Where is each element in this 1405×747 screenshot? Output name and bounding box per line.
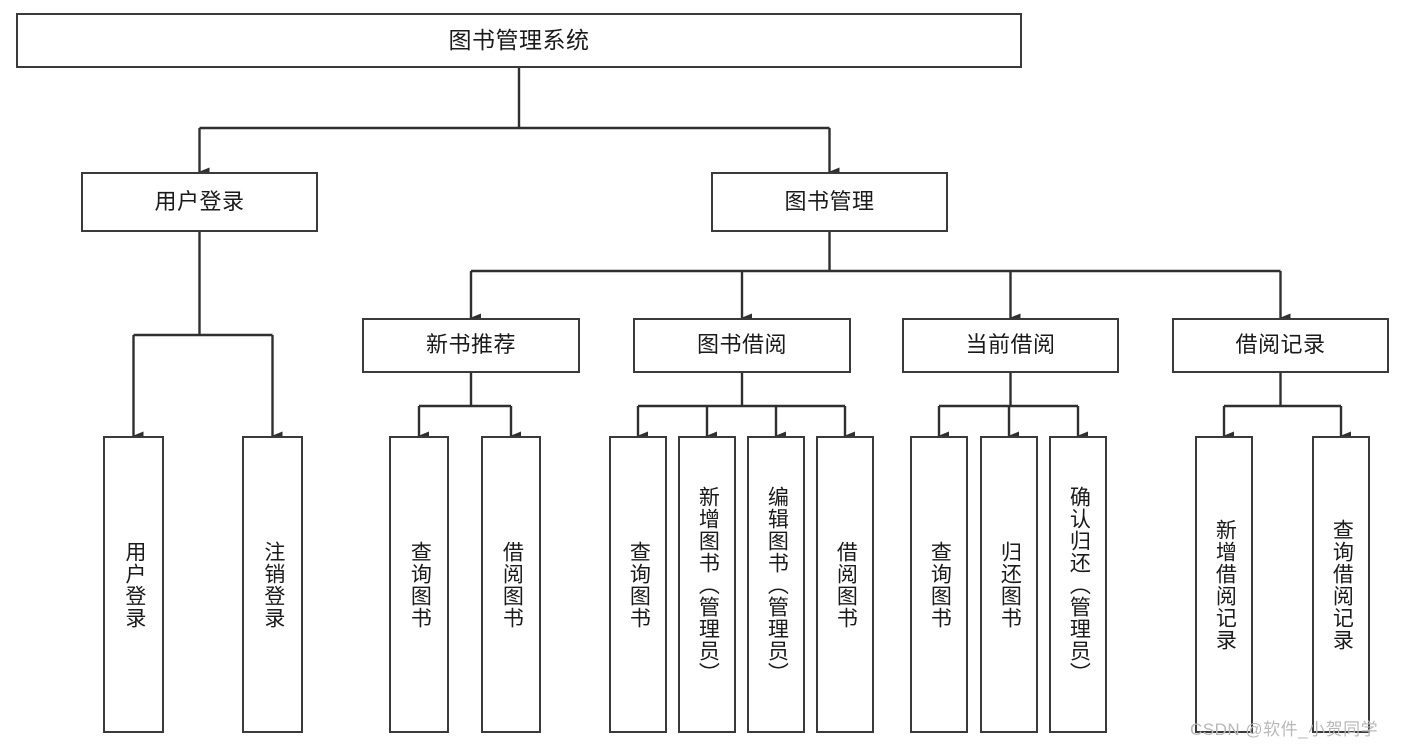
node-label-leaf-borrow-borrow-book: 借阅图书: [834, 540, 858, 629]
node-borrow-record[interactable]: 借阅记录: [1172, 318, 1389, 373]
node-label-leaf-borrow-add-book: 新增图书（管理员）: [696, 485, 720, 684]
node-label-leaf-rec-query-record: 查询借阅记录: [1330, 518, 1354, 651]
node-new-book-rec[interactable]: 新书推荐: [362, 318, 580, 373]
node-label-leaf-cur-return-book: 归还图书: [998, 540, 1022, 629]
node-leaf-borrow-edit-book[interactable]: 编辑图书（管理员）: [747, 436, 805, 733]
node-label-book-manage: 图书管理: [784, 188, 875, 214]
node-label-leaf-borrow-query-book: 查询图书: [627, 540, 651, 629]
node-label-borrow-record: 借阅记录: [1235, 332, 1326, 358]
node-label-user-login: 用户登录: [154, 188, 245, 214]
node-leaf-cur-return-book[interactable]: 归还图书: [980, 436, 1038, 733]
node-book-manage[interactable]: 图书管理: [711, 172, 948, 232]
node-leaf-cur-query-book[interactable]: 查询图书: [910, 436, 968, 733]
node-leaf-rec-add-record[interactable]: 新增借阅记录: [1195, 436, 1253, 733]
node-leaf-rec-borrow-book[interactable]: 借阅图书: [481, 436, 541, 733]
node-label-leaf-rec-borrow-book: 借阅图书: [500, 540, 524, 629]
node-leaf-rec-query-record[interactable]: 查询借阅记录: [1312, 436, 1370, 733]
connector-group: [132, 68, 1351, 441]
node-label-root: 图书管理系统: [448, 26, 590, 53]
node-label-leaf-rec-query-book: 查询图书: [408, 540, 432, 629]
node-label-leaf-user-logout: 注销登录: [261, 540, 285, 629]
node-current-borrow[interactable]: 当前借阅: [902, 318, 1119, 373]
node-user-login[interactable]: 用户登录: [81, 172, 318, 232]
node-leaf-rec-query-book[interactable]: 查询图书: [389, 436, 449, 733]
node-label-leaf-cur-confirm-return: 确认归还（管理员）: [1067, 485, 1091, 684]
node-leaf-borrow-borrow-book[interactable]: 借阅图书: [816, 436, 874, 733]
node-leaf-cur-confirm-return[interactable]: 确认归还（管理员）: [1049, 436, 1107, 733]
node-leaf-borrow-query-book[interactable]: 查询图书: [609, 436, 667, 733]
node-leaf-borrow-add-book[interactable]: 新增图书（管理员）: [678, 436, 736, 733]
node-root[interactable]: 图书管理系统: [16, 13, 1022, 68]
node-label-leaf-rec-add-record: 新增借阅记录: [1213, 518, 1237, 651]
node-leaf-user-logout[interactable]: 注销登录: [242, 436, 303, 733]
node-label-book-borrow: 图书借阅: [696, 332, 787, 358]
node-book-borrow[interactable]: 图书借阅: [633, 318, 851, 373]
node-label-new-book-rec: 新书推荐: [425, 332, 516, 358]
node-label-current-borrow: 当前借阅: [965, 332, 1056, 358]
node-label-leaf-borrow-edit-book: 编辑图书（管理员）: [765, 485, 789, 684]
node-leaf-user-login[interactable]: 用户登录: [103, 436, 164, 733]
node-label-leaf-user-login: 用户登录: [122, 540, 146, 629]
node-label-leaf-cur-query-book: 查询图书: [928, 540, 952, 629]
